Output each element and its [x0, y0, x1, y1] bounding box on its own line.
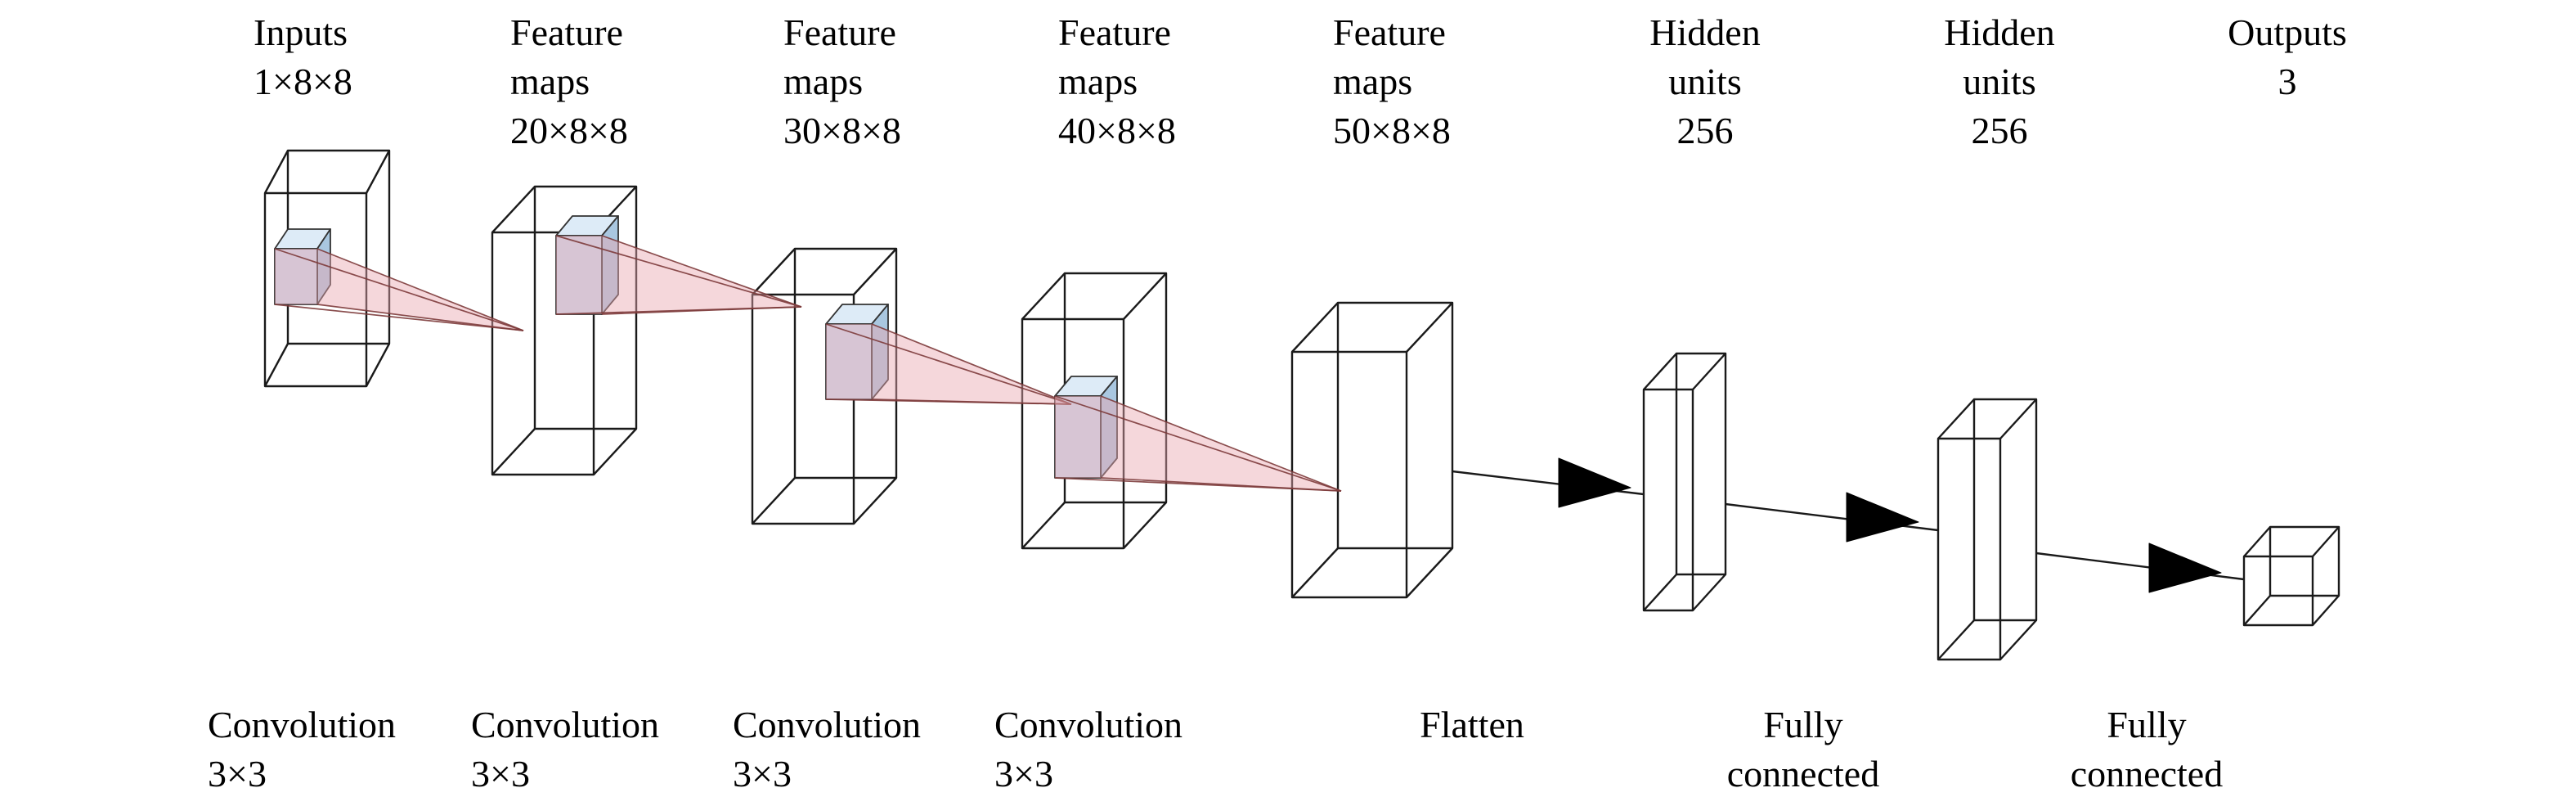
layer-label-feature-maps-40: Feature maps 40×8×8 [1058, 11, 1176, 151]
op-label-flatten: Flatten [1420, 704, 1524, 745]
op-label-fully-connected-2: Fully connected [2070, 704, 2224, 795]
kernel-patch-3 [825, 304, 889, 400]
flatten-connector [1452, 457, 1645, 508]
fully-connected-2-connector [2035, 543, 2245, 593]
layer-label-feature-maps-30: Feature maps 30×8×8 [783, 11, 901, 151]
op-label-fully-connected-1: Fully connected [1726, 704, 1880, 795]
kernel-patch-4 [1054, 376, 1118, 479]
conv-pyramid-1 [274, 248, 524, 331]
conv-pyramid-3 [825, 323, 1072, 405]
op-label-convolution-4: Convolution 3×3 [994, 704, 1183, 795]
layer-label-feature-maps-20: Feature maps 20×8×8 [510, 11, 628, 151]
op-label-convolution-3: Convolution 3×3 [733, 704, 922, 795]
fully-connected-2-arrow [2148, 543, 2222, 593]
layer-label-hidden-units-2: Hidden units 256 [1944, 11, 2055, 151]
hidden-units-1-box [1642, 352, 1727, 612]
fully-connected-1-arrow [1846, 492, 1919, 543]
op-label-convolution-1: Convolution 3×3 [208, 704, 397, 795]
op-label-convolution-2: Convolution 3×3 [471, 704, 660, 795]
conv-pyramid-4 [1054, 395, 1342, 492]
layer-label-outputs: Outputs 3 [2228, 11, 2347, 102]
flatten-arrow [1558, 457, 1631, 508]
layer-label-hidden-units-1: Hidden units 256 [1649, 11, 1761, 151]
hidden-units-2-box [1936, 398, 2038, 661]
fully-connected-1-connector [1725, 492, 1939, 543]
feature-maps-50-box [1290, 301, 1454, 599]
output-layer-box [2242, 525, 2340, 627]
feature-maps-30-box [751, 247, 898, 525]
layer-label-inputs: Inputs 1×8×8 [254, 11, 352, 102]
kernel-patch-1 [274, 228, 331, 305]
layer-label-feature-maps-50: Feature maps 50×8×8 [1333, 11, 1451, 151]
conv-pyramid-2 [555, 235, 802, 315]
